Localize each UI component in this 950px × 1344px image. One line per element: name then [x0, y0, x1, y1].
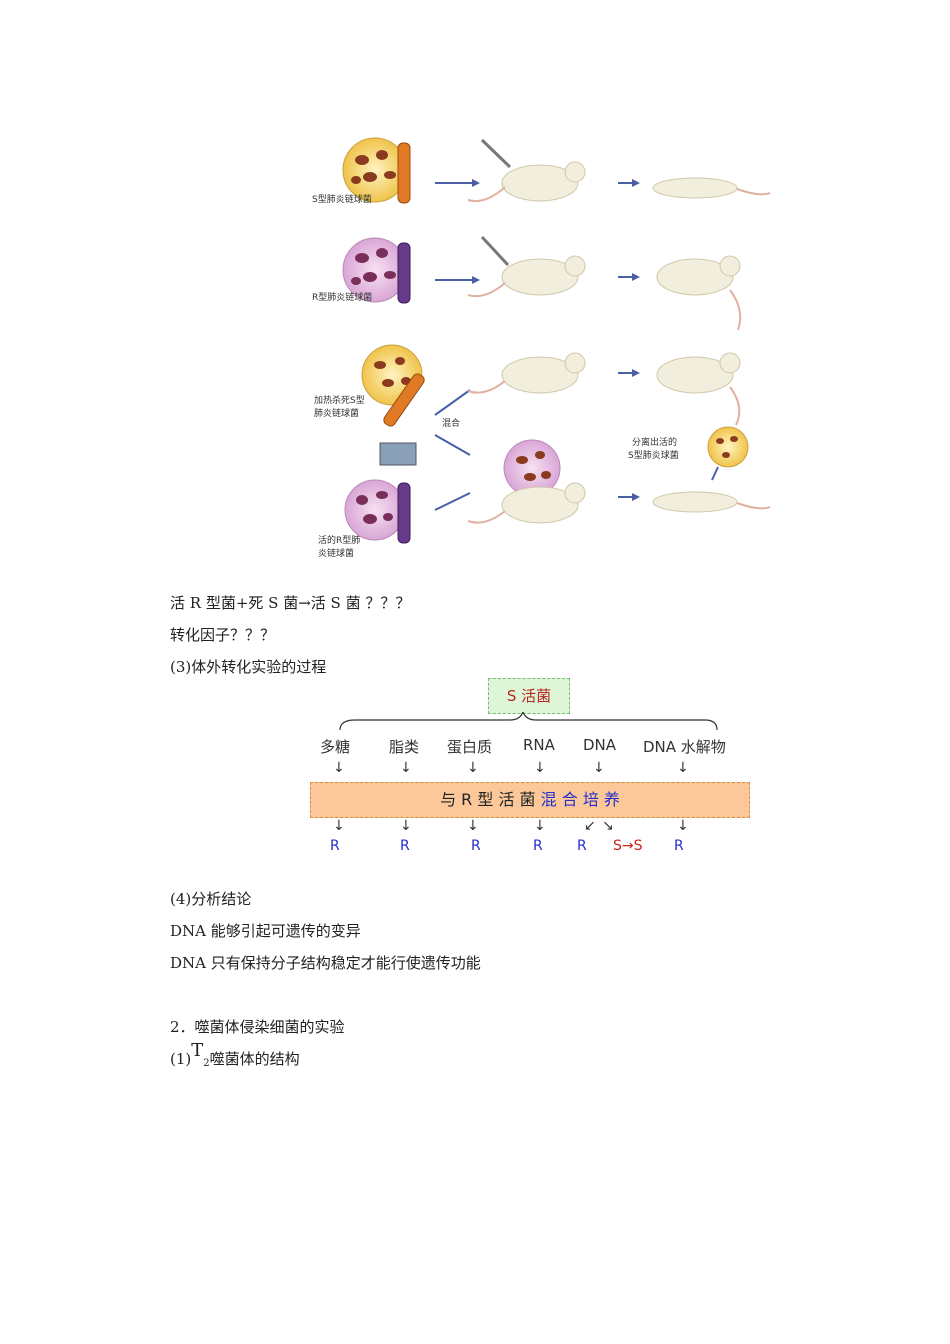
mix-label-suffix: 混 合 培 养 — [540, 790, 620, 809]
down-arrow-icon: ↓ — [467, 760, 479, 776]
result-r: R — [674, 838, 684, 854]
result-r: R — [471, 838, 481, 854]
item-dna-hydrolysate: DNA 水解物 — [643, 738, 726, 756]
item-polysaccharide: 多糖 — [320, 738, 351, 756]
in-vitro-flow-diagram: S 活菌 多糖 脂类 蛋白质 RNA DNA DNA 水解物 ↓ ↓ ↓ ↓ ↓… — [305, 676, 755, 861]
result-r: R — [400, 838, 410, 854]
down-arrow-icon: ↓ — [593, 760, 605, 776]
heading-phage-experiment: 2．噬菌体侵染细菌的实验 — [170, 1018, 345, 1036]
griffith-experiment-figure: S型肺炎链球菌 R型肺炎链球菌 — [300, 125, 780, 570]
down-arrow-icon: ↓ — [333, 760, 345, 776]
t2-symbol: T — [191, 1040, 204, 1061]
text-conclusion-1: DNA 能够引起可遗传的变异 — [170, 922, 361, 940]
label-heat-killed-1: 加热杀死S型 — [314, 394, 365, 406]
label-live-r-1: 活的R型肺 — [318, 534, 360, 546]
result-s-to-s: S→S — [613, 838, 643, 854]
down-arrow-icon: ↓ — [467, 818, 479, 834]
label-live-r-2: 炎链球菌 — [318, 547, 354, 559]
source-box: S 活菌 — [488, 678, 570, 714]
result-r: R — [577, 838, 587, 854]
row-heat-killed: 加热杀死S型 肺炎链球菌 混合 — [314, 344, 741, 466]
label-r-bacteria: R型肺炎链球菌 — [312, 291, 372, 303]
row-live-r: 活的R型肺 炎链球菌 分离出活的 S型肺炎球菌 — [318, 426, 771, 559]
item-dna: DNA — [583, 736, 617, 754]
row-s-bacteria: S型肺炎链球菌 — [312, 137, 771, 205]
down-arrow-icon: ↓ — [400, 818, 412, 834]
heading-t2-structure: (1)T2噬菌体的结构 — [170, 1040, 300, 1069]
label-heat-killed-2: 肺炎链球菌 — [314, 407, 359, 419]
heading-in-vitro: (3)体外转化实验的过程 — [170, 658, 327, 676]
brace — [339, 712, 718, 731]
branch-left-arrow-icon: ↙ — [584, 818, 596, 834]
down-arrow-icon: ↓ — [677, 760, 689, 776]
label-isolate-1: 分离出活的 — [632, 436, 677, 448]
branch-right-arrow-icon: ↘ — [602, 818, 614, 834]
label-mix: 混合 — [442, 417, 460, 429]
item-lipid: 脂类 — [389, 738, 420, 756]
down-arrow-icon: ↓ — [333, 818, 345, 834]
mix-culture-bar: 与 R 型 活 菌 混 合 培 养 — [310, 782, 750, 818]
heading-conclusion: (4)分析结论 — [170, 890, 252, 908]
text-conclusion-2: DNA 只有保持分子结构稳定才能行使遗传功能 — [170, 954, 481, 972]
row-r-bacteria: R型肺炎链球菌 — [312, 235, 742, 331]
label-isolate-2: S型肺炎球菌 — [628, 449, 679, 461]
down-arrow-icon: ↓ — [534, 760, 546, 776]
mix-label-prefix: 与 R 型 活 菌 — [440, 790, 536, 809]
result-r: R — [330, 838, 340, 854]
result-r: R — [533, 838, 543, 854]
text-line-factor: 转化因子？？？ — [170, 626, 276, 644]
text-line-transformation: 活 R 型菌+死 S 菌→活 S 菌 ？？？ — [170, 594, 411, 612]
down-arrow-icon: ↓ — [677, 818, 689, 834]
item-rna: RNA — [523, 736, 555, 754]
down-arrow-icon: ↓ — [400, 760, 412, 776]
item-protein: 蛋白质 — [447, 738, 493, 756]
label-s-bacteria: S型肺炎链球菌 — [312, 193, 372, 205]
down-arrow-icon: ↓ — [534, 818, 546, 834]
